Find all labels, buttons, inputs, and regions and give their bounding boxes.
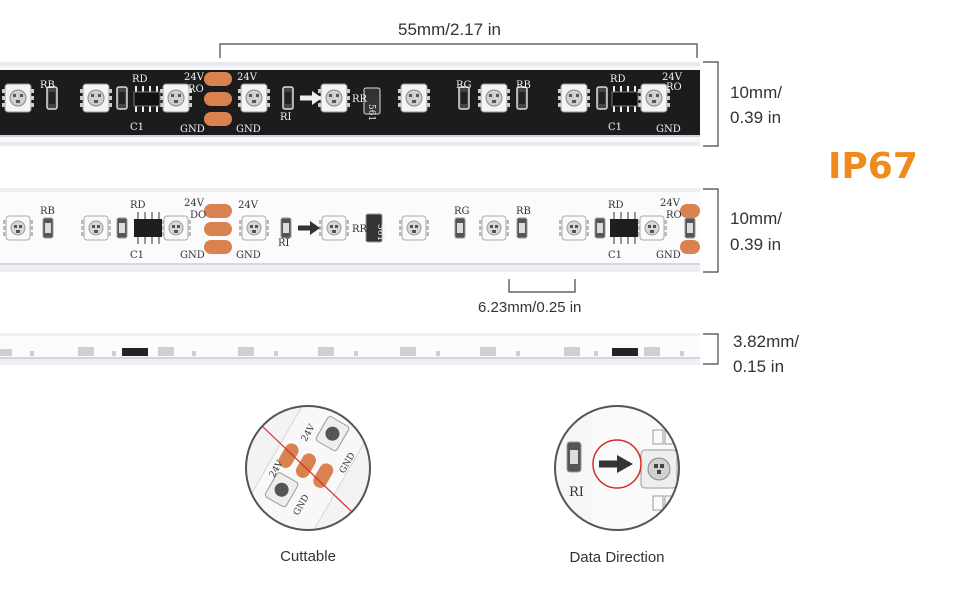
w-label-do: DO bbox=[190, 210, 206, 221]
black-width-line2: 0.39 in bbox=[730, 108, 782, 127]
thickness-line1: 3.82mm/ bbox=[733, 332, 800, 351]
label-rb-2: RB bbox=[516, 80, 531, 91]
w-label-rg: RG bbox=[454, 206, 470, 217]
white-width-line2: 0.39 in bbox=[730, 235, 782, 254]
w-label-ro: RO bbox=[666, 210, 682, 221]
black-width-line1: 10mm/ bbox=[730, 83, 782, 102]
label-rd-2: RD bbox=[610, 74, 626, 85]
w-label-rr: RR bbox=[352, 224, 368, 235]
length-dimension: 55mm/2.17 in bbox=[398, 20, 501, 39]
white-width-line1: 10mm/ bbox=[730, 209, 782, 228]
label-c1-2: C1 bbox=[608, 122, 622, 133]
label-c1: C1 bbox=[130, 122, 144, 133]
label-gnd-3: GND bbox=[656, 124, 681, 135]
cuttable-caption: Cuttable bbox=[280, 548, 336, 565]
ip-rating-badge: IP67 bbox=[828, 146, 918, 187]
white-led-strip: 561 RB RD C1 24V DO GND 24V GND RI RR RG… bbox=[0, 188, 700, 272]
data-direction-magnifier: RI bbox=[554, 405, 680, 531]
chip-label-2: 561 bbox=[375, 224, 385, 241]
w-label-c1-2: C1 bbox=[608, 250, 622, 261]
label-24v-2: 24V bbox=[237, 72, 258, 83]
w-label-24v: 24V bbox=[184, 198, 205, 209]
label-24v: 24V bbox=[184, 72, 205, 83]
w-label-ri: RI bbox=[278, 238, 290, 249]
label-rg: RG bbox=[456, 80, 472, 91]
w-label-rd-2: RD bbox=[608, 200, 624, 211]
w-label-gnd: GND bbox=[180, 250, 205, 261]
label-rd: RD bbox=[132, 74, 148, 85]
label-rb: RB bbox=[40, 80, 55, 91]
pitch-dimension: 6.23mm/0.25 in bbox=[478, 299, 582, 316]
w-label-gnd-2: GND bbox=[236, 250, 261, 261]
label-gnd-2: GND bbox=[236, 124, 261, 135]
label-ro: RO bbox=[188, 84, 204, 95]
chip-label: 561 bbox=[366, 104, 376, 121]
mag-label-ri: RI bbox=[569, 485, 584, 500]
label-ri: RI bbox=[280, 112, 292, 123]
data-direction-caption: Data Direction bbox=[569, 549, 665, 566]
w-label-gnd-3: GND bbox=[656, 250, 681, 261]
w-label-24v-3: 24V bbox=[660, 198, 681, 209]
w-label-rd: RD bbox=[130, 200, 146, 211]
label-rr: RR bbox=[352, 94, 368, 105]
w-label-c1: C1 bbox=[130, 250, 144, 261]
label-gnd: GND bbox=[180, 124, 205, 135]
label-24v-3: 24V bbox=[662, 72, 683, 83]
label-ro-2: RO bbox=[666, 82, 682, 93]
side-profile-strip bbox=[0, 333, 700, 365]
cuttable-magnifier: 24V 24V GND GND bbox=[245, 405, 371, 531]
w-label-24v-2: 24V bbox=[238, 200, 259, 211]
w-label-rb: RB bbox=[40, 206, 55, 217]
thickness-line2: 0.15 in bbox=[733, 357, 785, 376]
black-led-strip: 561 RB RD C1 24V RO GND 24V GND RI RR RG… bbox=[0, 62, 700, 146]
w-label-rb-2: RB bbox=[516, 206, 531, 217]
